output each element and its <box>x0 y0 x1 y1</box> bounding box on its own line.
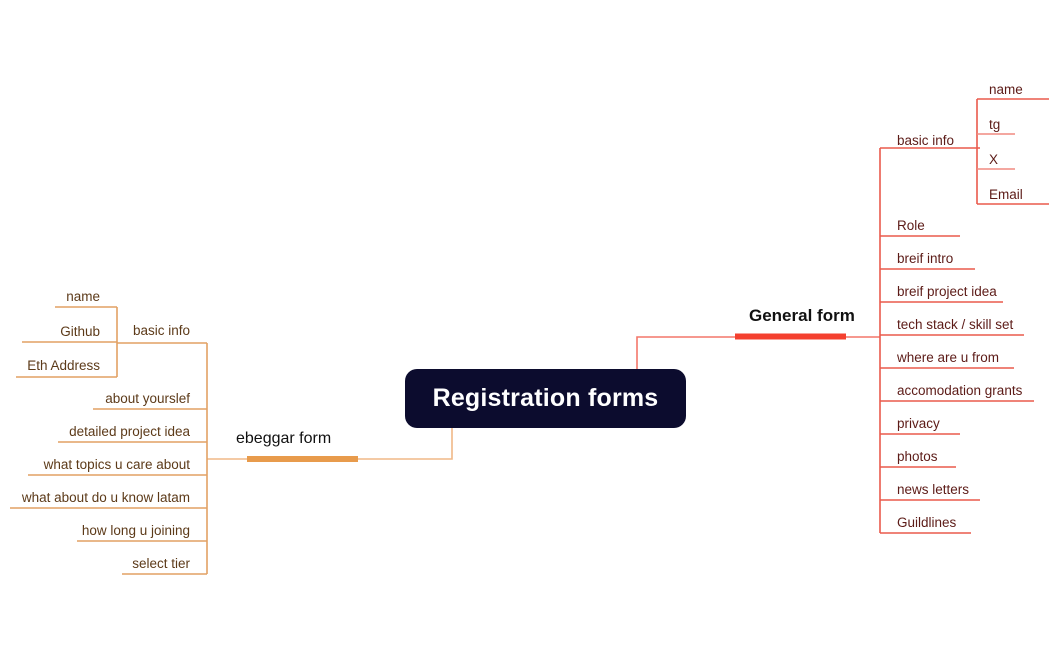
node-ebeggar-select-tier[interactable]: select tier <box>132 556 190 571</box>
branch-title-general-form[interactable]: General form <box>749 306 855 325</box>
wire-general-items <box>880 147 1034 534</box>
node-general-privacy[interactable]: privacy <box>897 416 940 431</box>
branch-title-ebeggar-form[interactable]: ebeggar form <box>236 430 332 447</box>
node-general-accomodation-grants[interactable]: accomodation grants <box>897 383 1023 398</box>
node-general-basic-info-x[interactable]: X <box>989 152 999 167</box>
node-general-where-are-u-from[interactable]: where are u from <box>897 350 1000 365</box>
node-general-basic-info-email[interactable]: Email <box>989 187 1023 202</box>
node-general-breif-project-idea[interactable]: breif project idea <box>897 284 997 299</box>
node-ebeggar-about-yourslef[interactable]: about yourslef <box>105 391 190 406</box>
node-general-photos[interactable]: photos <box>897 449 938 464</box>
node-ebeggar-how-long-u-joining[interactable]: how long u joining <box>81 523 190 538</box>
node-general-news-letters[interactable]: news letters <box>897 482 970 497</box>
root-node-label: Registration forms <box>432 384 659 412</box>
node-general-guildlines[interactable]: Guildlines <box>897 515 957 530</box>
node-ebeggar-detailed-project-idea[interactable]: detailed project idea <box>69 424 190 439</box>
node-ebeggar-basic-info[interactable]: basic info <box>132 323 190 338</box>
node-ebeggar-what-topics-u-care-about[interactable]: what topics u care about <box>43 457 190 472</box>
node-general-basic-info-tg[interactable]: tg <box>989 117 1001 132</box>
wire-root-to-general-form <box>636 333 880 369</box>
node-general-basic-info[interactable]: basic info <box>897 133 955 148</box>
node-general-breif-intro[interactable]: breif intro <box>897 251 954 266</box>
node-general-tech-stack[interactable]: tech stack / skill set <box>897 317 1014 332</box>
root-node[interactable]: Registration forms <box>405 369 686 428</box>
node-ebeggar-basic-info-name[interactable]: name <box>66 289 100 304</box>
node-ebeggar-basic-info-eth-address[interactable]: Eth Address <box>27 358 100 373</box>
node-ebeggar-what-about-do-u-know-latam[interactable]: what about do u know latam <box>21 490 190 505</box>
node-general-basic-info-name[interactable]: name <box>989 82 1023 97</box>
node-general-role[interactable]: Role <box>897 218 925 233</box>
node-ebeggar-basic-info-github[interactable]: Github <box>60 324 100 339</box>
